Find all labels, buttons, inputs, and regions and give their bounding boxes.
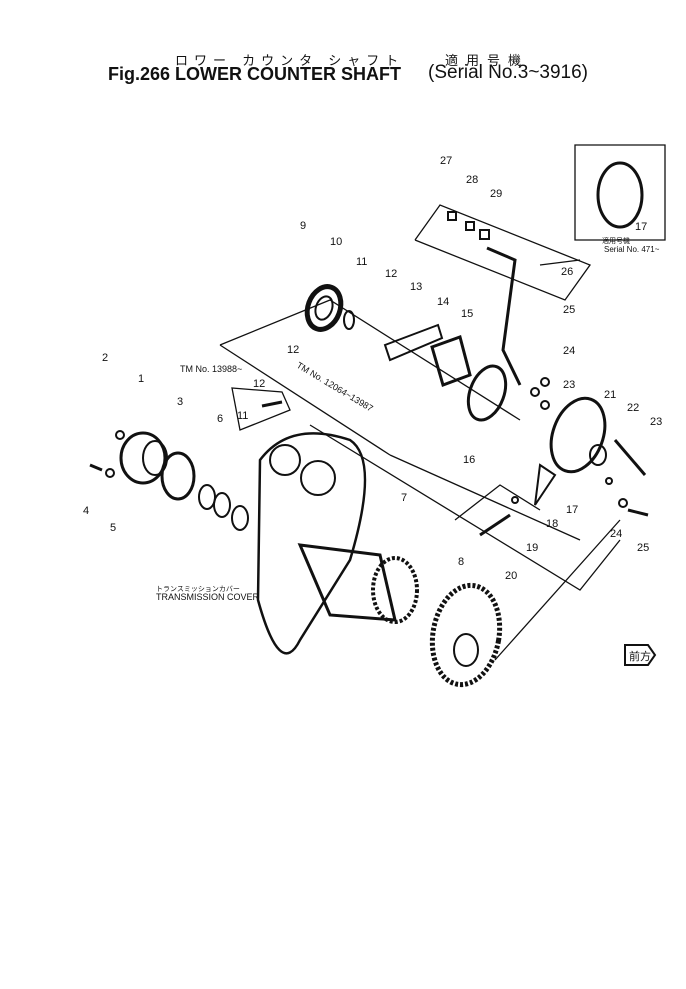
part-number-32: 29 [490, 188, 503, 200]
shim-6a [198, 484, 216, 510]
part-number-11b: 11 [237, 410, 249, 422]
serial-inset: Serial No. 471~ [604, 245, 660, 254]
serial-inset-jp: 適用号機 [602, 238, 630, 245]
plug-2 [115, 430, 125, 440]
inset-box [574, 144, 666, 241]
header: ロワー カウンタ シャフト 適用号機 Fig.266 LOWER COUNTER… [0, 0, 686, 100]
washer-31 [465, 221, 475, 231]
cover-1 [119, 431, 167, 485]
gear-15 [430, 335, 472, 387]
bolt-11 [261, 400, 283, 408]
part-number-8: 8 [458, 556, 465, 568]
washer-22 [605, 477, 613, 485]
serial-range: (Serial No.3~3916) [428, 62, 589, 83]
part-number-29: 26 [561, 266, 574, 278]
part-number-25: 25 [637, 542, 650, 554]
part-number-15: 15 [461, 308, 474, 320]
nut-30 [447, 211, 457, 221]
fitting-32 [479, 229, 490, 240]
washer-24 [618, 498, 628, 508]
part-number-11: 11 [356, 256, 368, 268]
part-number-24: 24 [610, 528, 623, 540]
part-number-12: 12 [385, 268, 398, 280]
shim-6c [231, 505, 249, 531]
part-number-26: 23 [563, 379, 576, 391]
part-number-3: 3 [177, 396, 184, 408]
part-number-21: 21 [604, 389, 617, 401]
seal-10 [343, 310, 355, 330]
transmission-cover-jp: トランスミッションカバー [156, 586, 240, 593]
bolt-25 [627, 508, 649, 517]
shim-6b [213, 492, 231, 518]
serial-japanese: 適用号機 [445, 54, 530, 69]
housing-17-inset [596, 161, 644, 229]
gasket-16 [466, 364, 508, 422]
part-number-7: 7 [401, 492, 408, 504]
part-number-10: 10 [330, 236, 343, 248]
tm-label-a: TM No. 13988~ [180, 364, 243, 374]
washer-5 [105, 468, 115, 478]
transmission-cover-label: TRANSMISSION COVER [156, 592, 260, 602]
part-number-18: 18 [546, 518, 559, 530]
transmission-cover-outline [256, 432, 367, 655]
part-number-9: 9 [300, 220, 307, 232]
part-number-6: 6 [217, 413, 224, 425]
shaft-13 [383, 323, 444, 362]
part-number-23: 23 [650, 416, 663, 428]
figure-title: Fig.266 LOWER COUNTER SHAFT [108, 64, 402, 84]
part-number-12c: 12 [253, 378, 266, 390]
bearing-9 [304, 284, 344, 332]
oil-tube-29 [486, 246, 522, 386]
part-number-27: 24 [563, 345, 576, 357]
bolt-set-box [414, 204, 592, 301]
front-arrow [624, 644, 657, 666]
part-number-19: 19 [526, 542, 539, 554]
bolt-23 [613, 439, 647, 476]
washer-19 [511, 496, 519, 504]
washer-26 [540, 400, 550, 410]
part-number-17-inset: 17 [635, 221, 648, 233]
part-number-16: 16 [463, 454, 476, 466]
part-number-2: 2 [102, 352, 109, 364]
part-number-30: 27 [440, 155, 453, 167]
gasket-3 [160, 451, 196, 501]
part-number-12b: 12 [287, 344, 300, 356]
housing-17 [549, 396, 607, 474]
bolt-20 [479, 513, 511, 537]
part-number-17: 17 [566, 504, 579, 516]
bolt-18 [534, 463, 557, 506]
part-number-1: 1 [138, 373, 145, 385]
washer-28 [540, 377, 550, 387]
part-number-28: 25 [563, 304, 576, 316]
gear-8 [429, 582, 503, 688]
bolt-4 [89, 463, 103, 472]
part-number-4: 4 [83, 505, 90, 517]
front-label: 前方 [629, 651, 651, 663]
part-number-22: 22 [627, 402, 640, 414]
tm-a-box [231, 387, 291, 431]
counter-gear-7 [297, 543, 397, 622]
part-number-5: 5 [110, 522, 117, 534]
part-number-31: 28 [466, 174, 479, 186]
title-japanese: ロワー カウンタ シャフト [175, 54, 405, 69]
part-number-13: 13 [410, 281, 423, 293]
part-number-14: 14 [437, 296, 450, 308]
part-number-20: 20 [505, 570, 518, 582]
